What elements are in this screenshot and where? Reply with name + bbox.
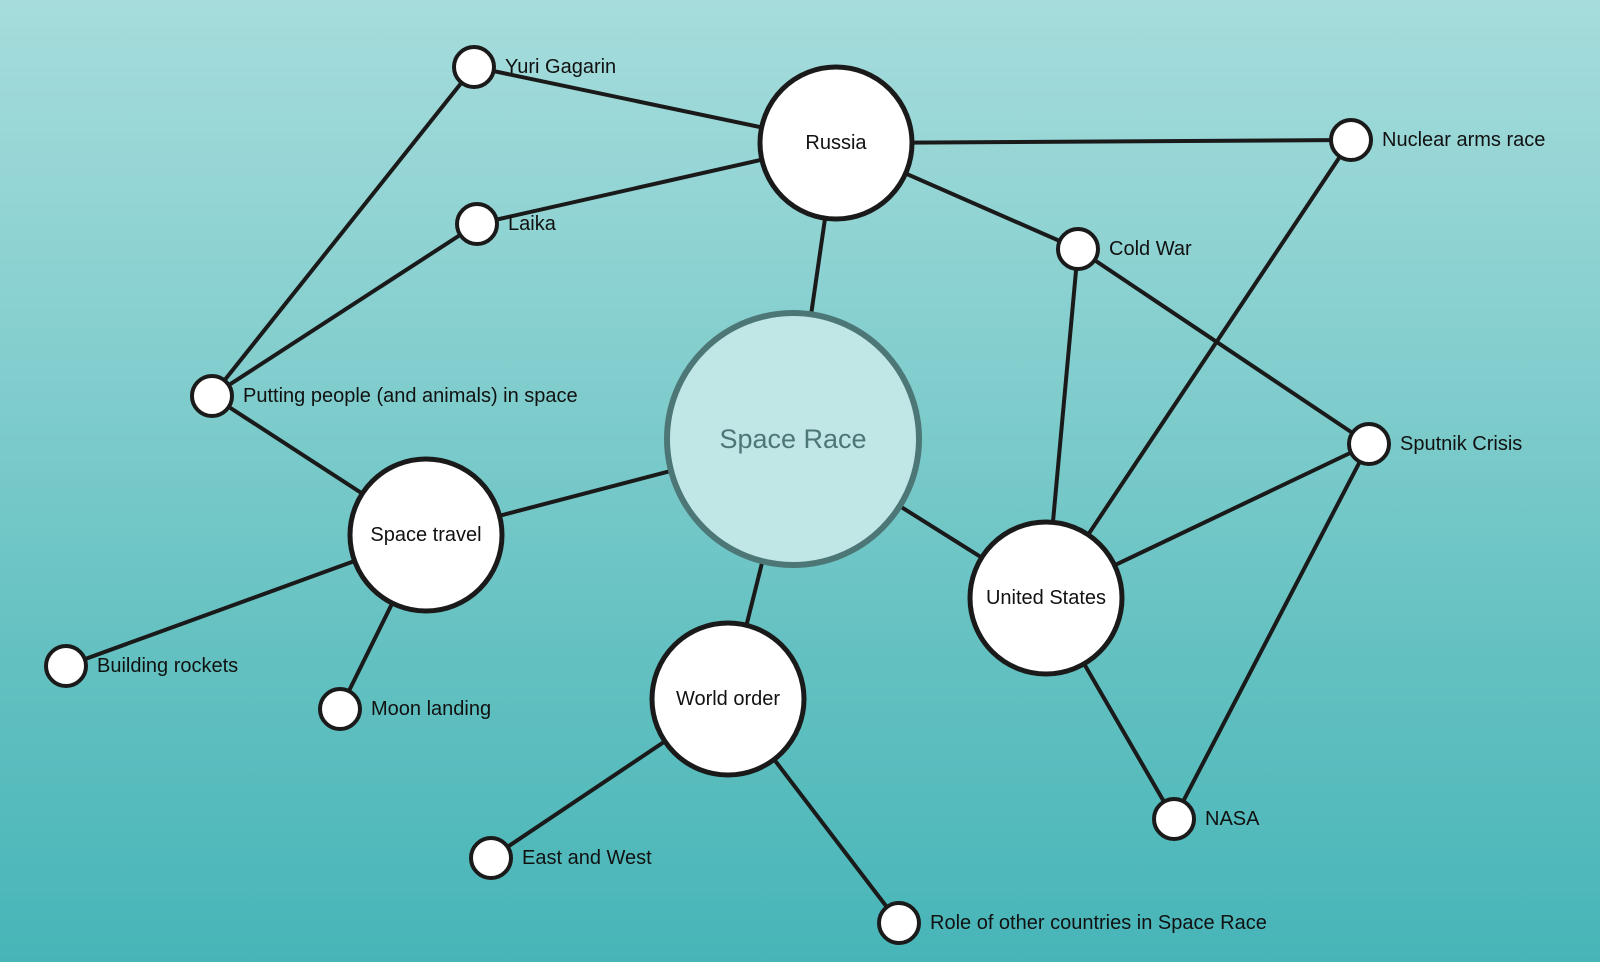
subtopic-node-building-rockets[interactable]: Building rockets (44, 644, 238, 688)
topic-node-russia-circle[interactable] (757, 64, 915, 222)
subtopic-node-role-of-other-countries[interactable]: Role of other countries in Space Race (877, 901, 1267, 945)
subtopic-node-east-and-west[interactable]: East and West (469, 836, 652, 880)
subtopic-node-sputnik-crisis[interactable]: Sputnik Crisis (1347, 422, 1522, 466)
topic-node-space-travel-label: Space travel (370, 524, 481, 546)
topic-node-united-states-circle[interactable] (967, 519, 1125, 677)
topic-node-world-order-circle[interactable] (649, 620, 807, 778)
subtopic-node-yuri-gagarin-label: Yuri Gagarin (505, 56, 616, 78)
subtopic-node-building-rockets-circle[interactable] (44, 644, 88, 688)
topic-node-space-travel-circle[interactable] (347, 456, 505, 614)
subtopic-node-laika-circle[interactable] (455, 202, 499, 246)
subtopic-node-building-rockets-label: Building rockets (97, 655, 238, 677)
topic-node-russia[interactable]: Russia (757, 64, 915, 222)
subtopic-node-role-of-other-countries-circle[interactable] (877, 901, 921, 945)
center-node[interactable]: Space Race (664, 310, 922, 568)
center-node-circle[interactable] (664, 310, 922, 568)
subtopic-node-nasa-circle[interactable] (1152, 797, 1196, 841)
subtopic-node-cold-war[interactable]: Cold War (1056, 227, 1192, 271)
subtopic-node-yuri-gagarin[interactable]: Yuri Gagarin (452, 45, 616, 89)
subtopic-node-nasa-label: NASA (1205, 808, 1260, 830)
subtopic-node-putting-people[interactable]: Putting people (and animals) in space (190, 374, 578, 418)
subtopic-node-sputnik-crisis-circle[interactable] (1347, 422, 1391, 466)
subtopic-node-sputnik-crisis-label: Sputnik Crisis (1400, 433, 1522, 455)
subtopic-node-moon-landing-circle[interactable] (318, 687, 362, 731)
subtopic-node-moon-landing-label: Moon landing (371, 698, 491, 720)
topic-node-space-travel[interactable]: Space travel (347, 456, 505, 614)
center-node-label: Space Race (719, 424, 866, 454)
subtopic-node-nuclear-arms-race-label: Nuclear arms race (1382, 129, 1545, 151)
topic-node-world-order[interactable]: World order (649, 620, 807, 778)
topic-node-united-states-label: United States (986, 587, 1106, 609)
subtopic-node-nuclear-arms-race-circle[interactable] (1329, 118, 1373, 162)
subtopic-node-putting-people-circle[interactable] (190, 374, 234, 418)
subtopic-node-laika[interactable]: Laika (455, 202, 557, 246)
subtopic-node-yuri-gagarin-circle[interactable] (452, 45, 496, 89)
connection-line-sputnik-nasa (1172, 442, 1371, 821)
subtopic-node-cold-war-label: Cold War (1109, 238, 1192, 260)
connection-line-nuclear-united-states (1044, 138, 1353, 600)
topic-node-world-order-label: World order (676, 688, 780, 710)
subtopic-node-role-of-other-countries-label: Role of other countries in Space Race (930, 912, 1267, 934)
subtopic-node-cold-war-circle[interactable] (1056, 227, 1100, 271)
subtopic-node-nasa[interactable]: NASA (1152, 797, 1260, 841)
connection-line-coldwar-sputnik (1076, 247, 1371, 446)
subtopic-node-east-and-west-circle[interactable] (469, 836, 513, 880)
topic-node-russia-label: Russia (805, 132, 867, 154)
subtopic-node-east-and-west-label: East and West (522, 847, 652, 869)
topic-node-united-states[interactable]: United States (967, 519, 1125, 677)
subtopic-node-putting-people-label: Putting people (and animals) in space (243, 385, 578, 407)
subtopic-node-laika-label: Laika (508, 213, 557, 235)
connection-line-russia-nuclear (834, 138, 1353, 145)
connection-line-yuri-putting (210, 65, 476, 398)
connection-line-laika-putting (210, 222, 479, 398)
subtopic-node-nuclear-arms-race[interactable]: Nuclear arms race (1329, 118, 1545, 162)
subtopic-node-moon-landing[interactable]: Moon landing (318, 687, 491, 731)
